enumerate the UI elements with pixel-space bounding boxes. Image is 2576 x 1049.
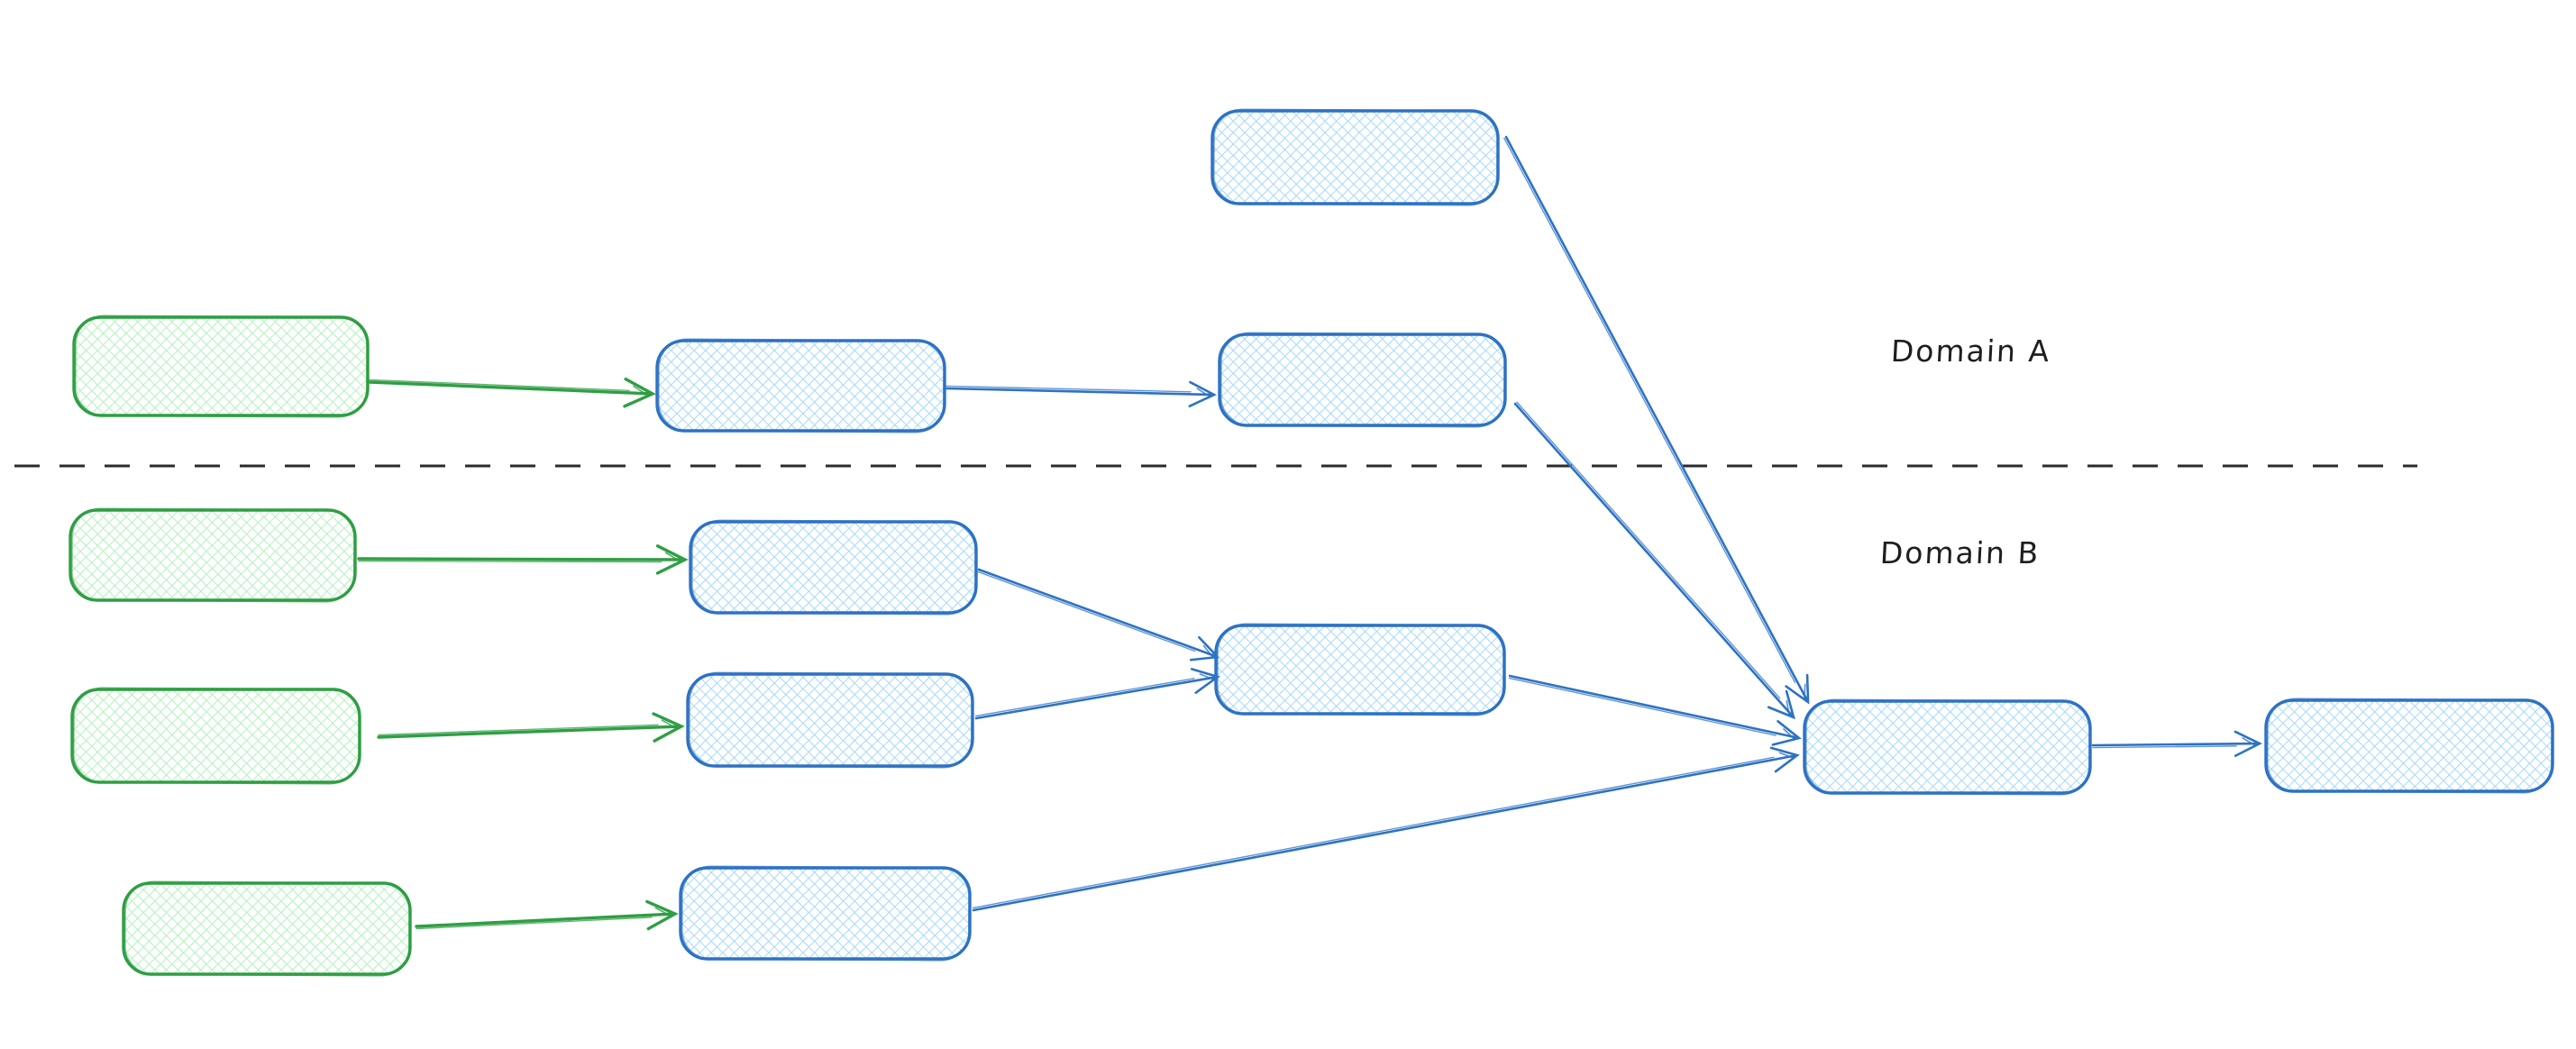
node-blue-top[interactable]	[1210, 108, 1500, 206]
arrow-green-a-to-blue-a1[interactable]	[368, 377, 656, 408]
node-green-a[interactable]	[72, 315, 370, 418]
node-blue-a2[interactable]	[1218, 332, 1507, 428]
domain-b-label: Domain B	[1878, 535, 2042, 570]
arrow-merge-to-converge[interactable]	[1508, 674, 1802, 746]
node-blue-converge[interactable]	[1803, 698, 2092, 796]
arrow-blue-b3-to-converge[interactable]	[972, 746, 1800, 912]
node-blue-b2[interactable]	[686, 671, 974, 769]
node-blue-a1[interactable]	[655, 338, 946, 433]
arrow-blue-b1-to-merge[interactable]	[977, 568, 1220, 661]
node-green-b1[interactable]	[69, 507, 357, 603]
arrow-green-b1-to-blue-b1[interactable]	[357, 544, 689, 575]
arrow-converge-to-output[interactable]	[2091, 730, 2262, 757]
arrow-blue-b2-to-merge[interactable]	[974, 668, 1220, 720]
node-blue-output[interactable]	[2264, 698, 2554, 794]
node-green-b2[interactable]	[70, 687, 361, 785]
domain-a-label: Domain A	[1889, 333, 2052, 369]
arrow-blue-a2-to-converge[interactable]	[1513, 401, 1795, 720]
arrow-blue-top-to-converge[interactable]	[1503, 135, 1810, 705]
arrow-blue-a1-to-blue-a2[interactable]	[945, 380, 1217, 407]
arrow-green-b3-to-blue-b3[interactable]	[415, 899, 679, 931]
arrow-green-b2-to-blue-b2[interactable]	[377, 712, 685, 743]
node-blue-b1[interactable]	[689, 519, 978, 616]
node-blue-merge[interactable]	[1214, 623, 1506, 716]
node-blue-b3[interactable]	[679, 865, 972, 962]
node-green-b3[interactable]	[122, 880, 412, 977]
